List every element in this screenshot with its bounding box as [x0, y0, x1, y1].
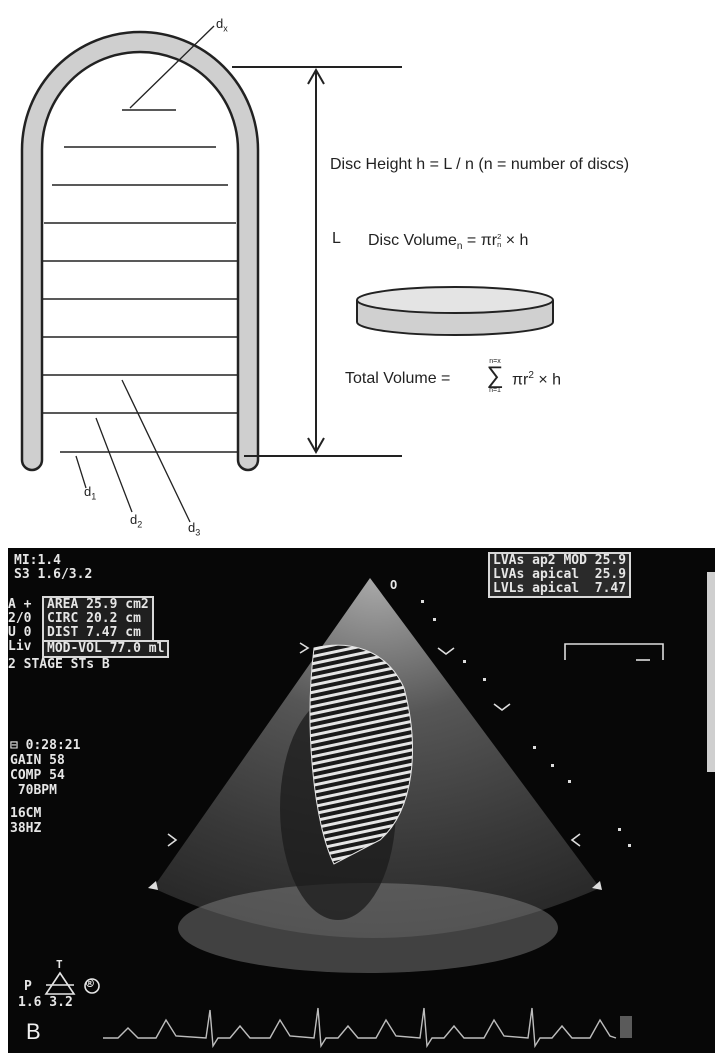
probe-label-r: ® — [86, 978, 94, 992]
ventricle-schematic — [0, 0, 721, 540]
label-L: L — [332, 230, 341, 248]
disc-height-formula: Disc Height h = L / n (n = number of dis… — [330, 156, 629, 174]
total-volume-formula: Total Volume = — [345, 370, 450, 388]
ecg-trace — [103, 1008, 616, 1046]
single-disc — [357, 287, 553, 335]
disc-lines — [42, 110, 238, 452]
leader-lines — [76, 26, 214, 522]
label-dx: dx — [216, 16, 228, 34]
mechanical-index: MI:1.4 — [14, 554, 61, 568]
stage-info: 2 STAGE STs B — [8, 658, 110, 672]
probe-label-p: P — [24, 980, 32, 994]
label-d3: d3 — [188, 520, 200, 538]
panel-label: B — [26, 1019, 41, 1045]
probe-depth: 1.6 3.2 — [18, 996, 73, 1010]
disc-method-diagram: dx d1 d2 d3 L Disc Height h = L / n (n =… — [0, 0, 721, 540]
label-d2: d2 — [130, 512, 142, 530]
sector-marker: O — [390, 578, 397, 592]
total-volume-term: πr2 × h — [512, 370, 561, 389]
probe-frequency: S3 1.6/3.2 — [14, 568, 92, 582]
volume-measurement-box: MOD-VOL 77.0 ml — [42, 640, 169, 658]
probe-label-t: T — [56, 958, 63, 972]
label-d1: d1 — [84, 484, 96, 502]
grayscale-bar — [707, 572, 715, 772]
summation: n=x∑n=1 — [484, 358, 506, 394]
